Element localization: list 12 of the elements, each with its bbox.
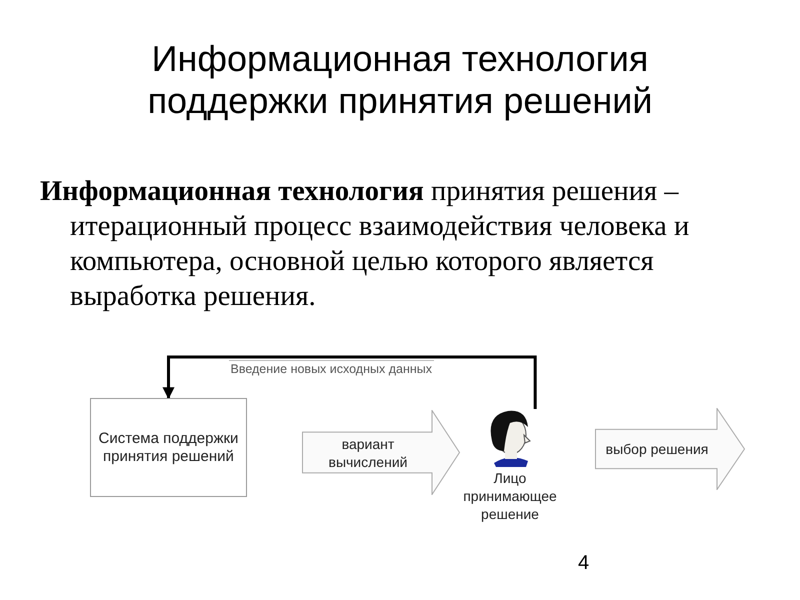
page-number: 4 [578, 552, 590, 575]
person-label: Лицо принимающее решение [462, 469, 558, 523]
edge-label: Введение новых исходных данных [228, 360, 434, 377]
definition-paragraph: Информационная технология принятия решения – итерационный процесс взаимодействия человека и компьютера, основной целью которого является выработка решения. [40, 175, 690, 314]
feedback-arrow [162, 356, 537, 409]
block-arrow [302, 410, 460, 495]
box-label: Система поддержки принятия решений [98, 430, 240, 466]
title: Информационная технология поддержки принятия решений [146, 38, 654, 122]
arrow-label: выбор решения [606, 440, 710, 458]
arrow-label: вариант вычислений [328, 434, 408, 470]
process-box [90, 398, 247, 497]
block-arrow [595, 408, 745, 490]
